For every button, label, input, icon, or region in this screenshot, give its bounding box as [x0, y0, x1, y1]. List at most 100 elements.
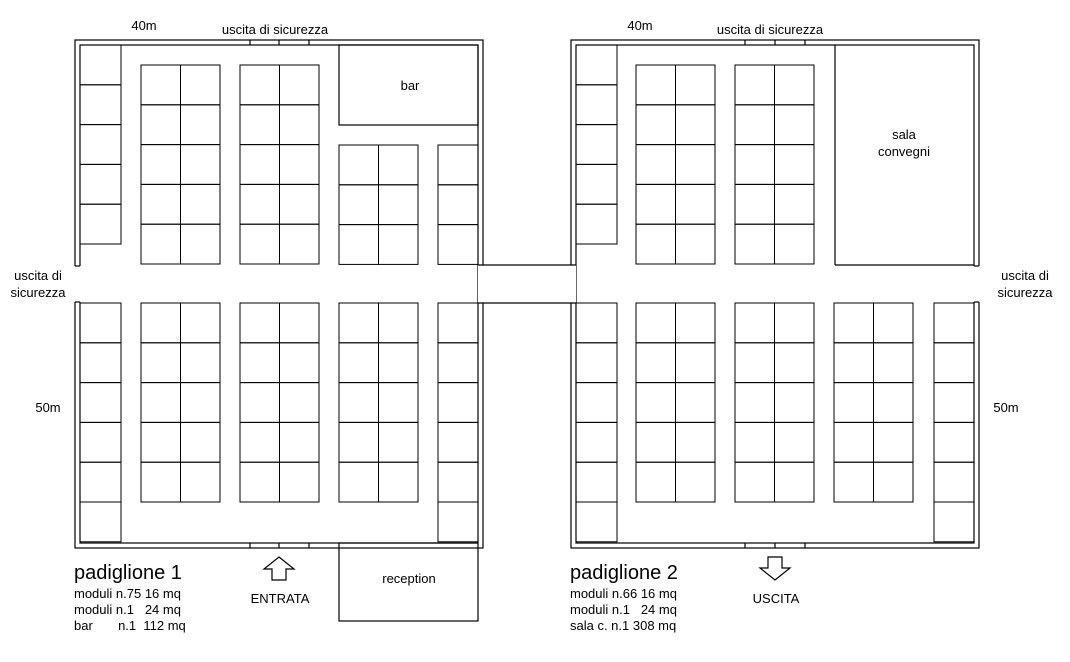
exhibition-module [140, 421, 181, 463]
exhibition-module [180, 461, 221, 503]
arrow-down-icon [758, 556, 792, 581]
pavilion-1-line-2: moduli n.1 24 mq [74, 602, 181, 617]
bar-label: bar [401, 78, 420, 93]
pavilion-2-line-3: sala c. n.1 308 mq [570, 618, 676, 633]
exhibition-modules [79, 44, 975, 543]
exhibition-module [437, 501, 479, 543]
exhibition-module [180, 342, 221, 384]
pavilion-2-line-2: moduli n.1 24 mq [570, 602, 677, 617]
exhibition-module [338, 382, 379, 423]
exhibition-module [239, 223, 280, 265]
right-exit-label-line-1: uscita di [1001, 268, 1049, 283]
exhibition-module [774, 382, 815, 423]
exhibition-module [635, 183, 676, 225]
exhibition-module [675, 461, 716, 503]
exhibition-module [338, 224, 379, 265]
pavilion-1-line-1: moduli n.75 16 mq [74, 586, 181, 601]
exhibition-module [437, 461, 479, 503]
exhibition-module [140, 104, 181, 146]
top-exit-label-2: uscita di sicurezza [717, 22, 824, 37]
exhibition-module [734, 223, 775, 265]
exhibition-module [437, 144, 479, 186]
exhibition-module [873, 342, 914, 384]
exhibition-module [239, 342, 280, 384]
exhibition-module [635, 382, 676, 423]
top-exit-label-1: uscita di sicurezza [222, 22, 329, 37]
exhibition-module [833, 461, 874, 503]
exhibition-module [279, 342, 320, 384]
pavilion-1-title: padiglione 1 [74, 562, 182, 584]
exhibition-module [338, 461, 379, 503]
exhibition-module [140, 223, 181, 265]
exit-label: USCITA [753, 591, 800, 606]
exhibition-module [675, 342, 716, 384]
exhibition-module [279, 461, 320, 503]
exhibition-module [437, 224, 479, 265]
exhibition-module [378, 144, 419, 186]
left-exit-label-line-2: sicurezza [11, 285, 67, 300]
exhibition-module [873, 382, 914, 423]
exhibition-module [675, 223, 716, 265]
exhibition-module [774, 64, 815, 106]
exhibition-module [575, 421, 618, 463]
exhibition-module [734, 183, 775, 225]
exhibition-module [239, 382, 280, 423]
exhibition-module [79, 124, 122, 165]
exhibition-module [239, 461, 280, 503]
exhibition-module [79, 342, 122, 384]
exhibition-module [675, 382, 716, 423]
exhibition-module [79, 461, 122, 503]
exhibition-module [378, 224, 419, 265]
exhibition-module [140, 342, 181, 384]
exhibition-module [575, 501, 618, 543]
exhibition-module [635, 302, 676, 344]
exhibition-module [635, 342, 676, 384]
door-marks [249, 40, 806, 548]
exhibition-module [774, 144, 815, 185]
exhibition-module [378, 184, 419, 226]
exhibition-module [378, 302, 419, 344]
exhibition-module [338, 184, 379, 226]
exhibition-module [140, 302, 181, 344]
exhibition-module [239, 144, 280, 185]
exhibition-module [338, 342, 379, 384]
left-exit-opening [73, 266, 83, 302]
exhibition-module [239, 64, 280, 106]
exhibition-module [734, 421, 775, 463]
pavilion-2-title: padiglione 2 [570, 562, 678, 584]
exhibition-module [437, 421, 479, 463]
exhibition-module [79, 84, 122, 126]
left-exit-label-line-1: uscita di [14, 268, 62, 283]
exhibition-module [734, 104, 775, 146]
exhibition-module [239, 421, 280, 463]
exhibition-module [833, 302, 874, 344]
exhibition-module [575, 124, 618, 165]
reception-room [338, 542, 479, 622]
exhibition-module [734, 64, 775, 106]
exhibition-module [575, 163, 618, 205]
exhibition-module [933, 382, 975, 423]
exhibition-module [734, 342, 775, 384]
exhibition-module [180, 104, 221, 146]
exhibition-module [933, 302, 975, 344]
exhibition-module [79, 421, 122, 463]
exhibition-module [774, 421, 815, 463]
exhibition-module [338, 302, 379, 344]
exhibition-module [635, 461, 676, 503]
exhibition-module [774, 104, 815, 146]
exhibition-module [675, 302, 716, 344]
sala-label-line-2: convegni [878, 144, 930, 159]
exhibition-module [79, 382, 122, 423]
exhibition-module [437, 342, 479, 384]
exhibition-module [734, 461, 775, 503]
exhibition-module [774, 461, 815, 503]
exhibition-module [774, 223, 815, 265]
exhibition-module [833, 421, 874, 463]
reception-label: reception [382, 571, 435, 586]
pavilion-2-width-label: 40m [627, 18, 652, 33]
exhibition-module [635, 144, 676, 185]
exhibition-module [734, 302, 775, 344]
exhibition-module [140, 64, 181, 106]
